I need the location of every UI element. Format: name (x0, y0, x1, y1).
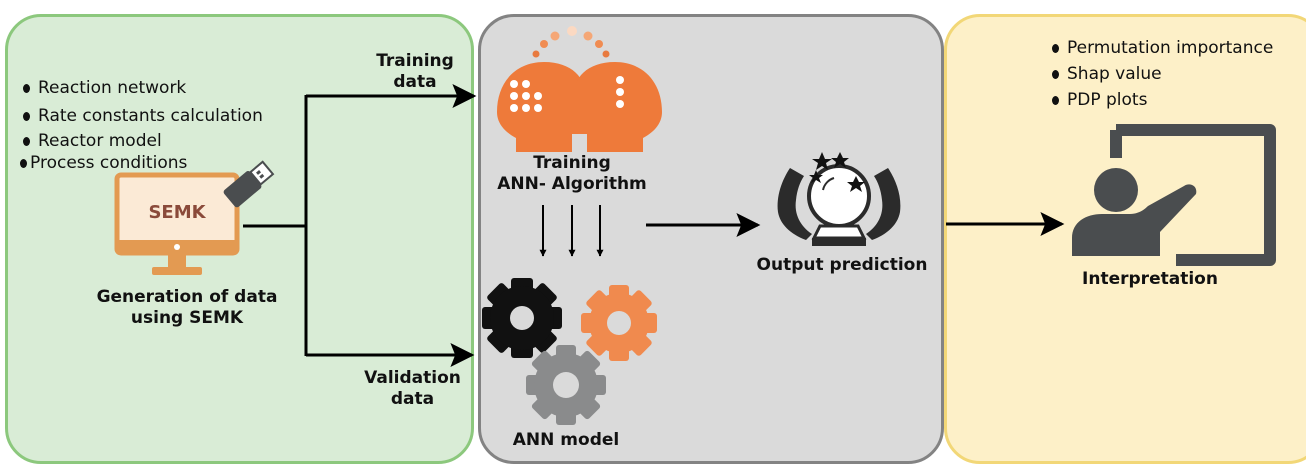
bullet-text: Permutation importance (1067, 38, 1274, 58)
bullet-item: Reaction network (23, 78, 186, 98)
gears-icon (482, 278, 657, 425)
presenter-icon (1072, 124, 1276, 266)
bullet-dot-icon (23, 111, 30, 121)
crystal-ball-icon (777, 152, 901, 246)
diagram-art (114, 26, 1276, 425)
flow-connectors (243, 84, 1065, 367)
bullet-dot-icon (1052, 69, 1059, 79)
monitor-label: SEMK (148, 202, 206, 223)
training-to-model-arrows (539, 205, 604, 257)
black-gear-icon (482, 278, 562, 358)
validation-data-label-line: data (390, 389, 435, 409)
bullet-dot-icon (1052, 95, 1059, 105)
bullet-text: Reaction network (38, 78, 187, 98)
output-prediction-label: Output prediction (756, 255, 928, 275)
validation-data-label: Validation data (350, 368, 475, 410)
bullet-text: Rate constants calculation (38, 106, 263, 126)
bullet-item: Process conditions (20, 153, 187, 173)
thought-dots (532, 26, 610, 58)
bullet-text: Reactor model (38, 131, 162, 151)
usb-drive-icon (223, 160, 275, 208)
bullet-dot-icon (23, 83, 30, 93)
bullet-item: Rate constants calculation (23, 106, 263, 126)
training-data-label-line: Training (376, 51, 454, 71)
heads-icon (497, 26, 662, 152)
gray-gear-icon (526, 345, 606, 425)
training-algorithm-label: Training ANN- Algorithm (482, 153, 662, 195)
interpretation-caption: Interpretation (1082, 269, 1218, 289)
validation-data-label-line: Validation (364, 368, 461, 388)
orange-gear-icon (581, 285, 657, 361)
bullet-text: PDP plots (1067, 90, 1148, 110)
generation-caption-line: using SEMK (130, 308, 244, 328)
training-data-label-line: data (393, 72, 437, 92)
bullet-dot-icon (23, 136, 30, 146)
bullet-item: Reactor model (23, 131, 162, 151)
bullet-item: Permutation importance (1052, 38, 1273, 58)
ann-model-label: ANN model (512, 430, 620, 450)
bullet-item: Shap value (1052, 64, 1162, 84)
generation-caption: Generation of data using SEMK (72, 287, 302, 329)
training-algorithm-label-line: Training (533, 153, 611, 173)
training-algorithm-label-line: ANN- Algorithm (497, 174, 647, 194)
training-data-label: Training data (355, 51, 475, 93)
bullet-item: PDP plots (1052, 90, 1147, 110)
monitor-icon (114, 172, 240, 275)
bullet-dot-icon (1052, 43, 1059, 53)
bullet-text: Shap value (1067, 64, 1162, 84)
generation-caption-line: Generation of data (96, 287, 278, 307)
bullet-text: Process conditions (30, 153, 188, 173)
bullet-dot-icon (20, 158, 27, 168)
